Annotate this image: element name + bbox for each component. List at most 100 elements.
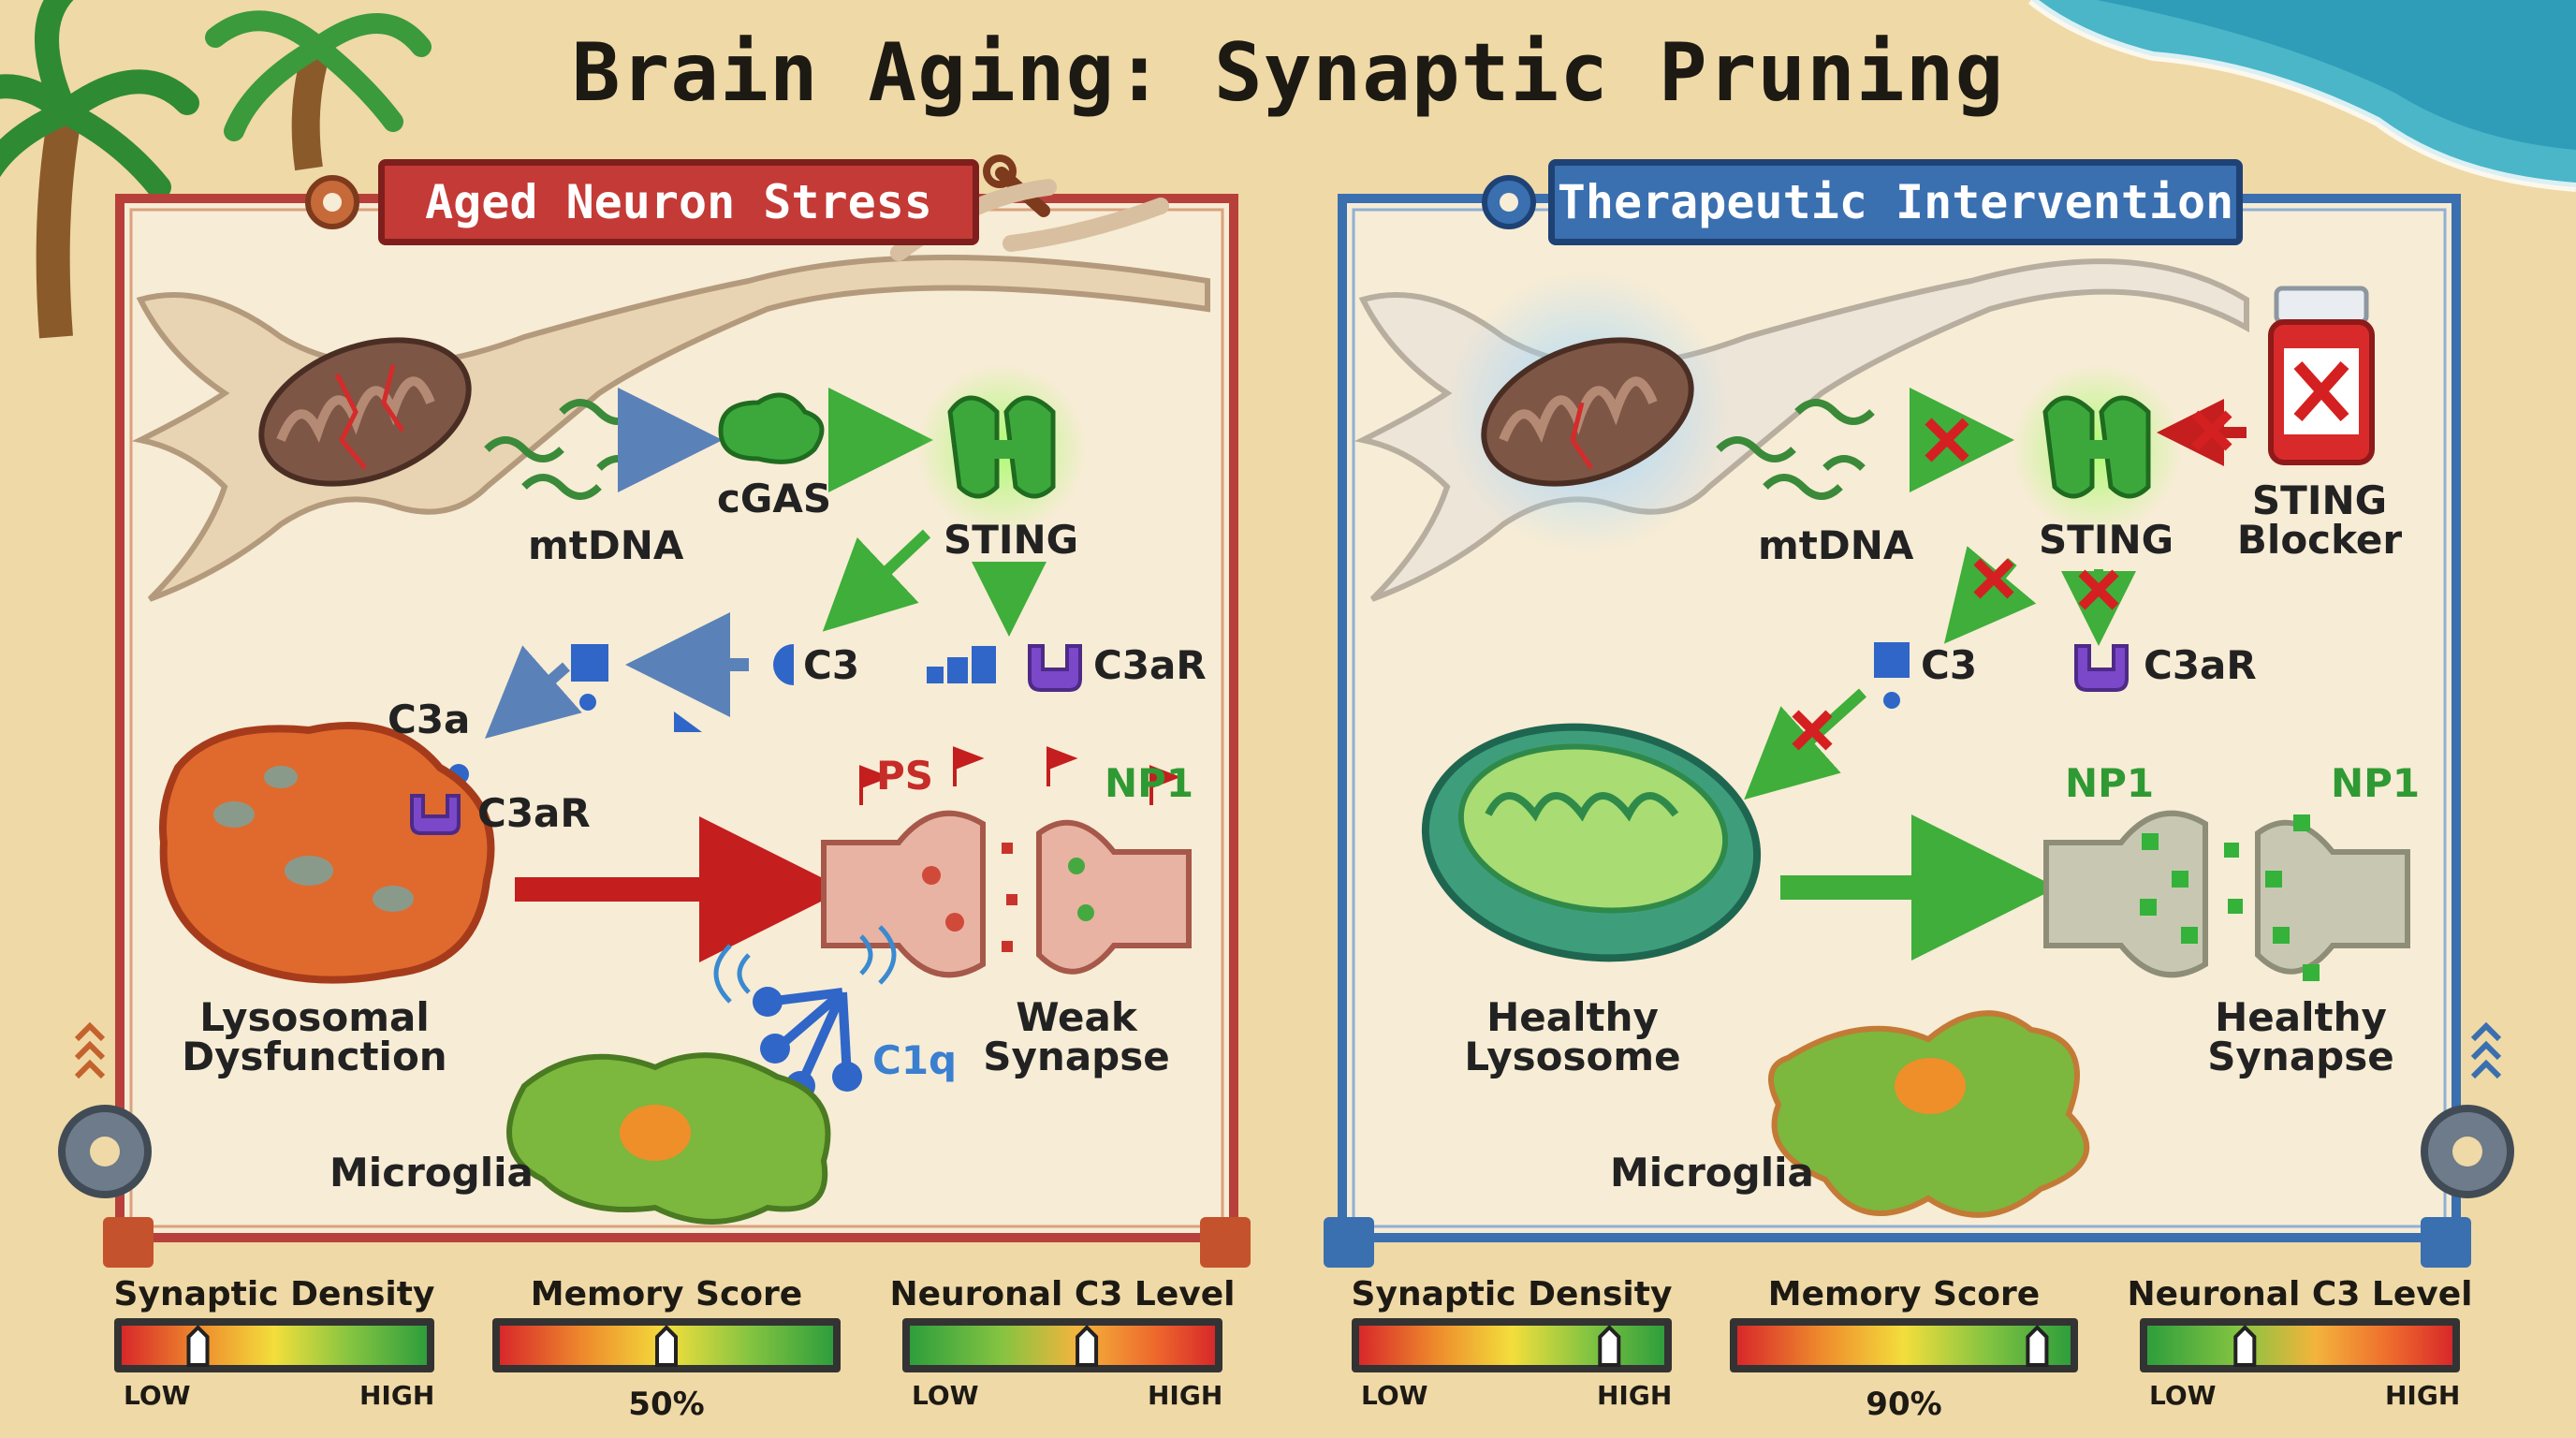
c3-protein	[1874, 642, 1910, 678]
label-sting: STING	[944, 517, 1079, 563]
c1q-complex	[713, 925, 897, 1101]
gauge-left-c3-level	[902, 1318, 1222, 1372]
gauge-low-label: LOW	[912, 1380, 979, 1411]
gauge-right-memory-score	[1730, 1318, 2078, 1372]
gauge-marker-shape	[655, 1325, 678, 1367]
gauge-high-label: HIGH	[359, 1380, 435, 1411]
gear-icon	[58, 1105, 152, 1198]
label-c3a: C3a	[388, 697, 471, 742]
weak-synapse	[821, 810, 1192, 978]
microglia-cell	[1768, 1010, 2090, 1218]
mtdna-strands	[484, 399, 639, 500]
gauge-value: 50%	[628, 1386, 705, 1423]
right-panel-title: Therapeutic Intervention	[1548, 159, 2243, 245]
healthy-synapse	[2043, 810, 2410, 981]
c3ar-receptor	[1028, 644, 1082, 692]
gauge-low-label: LOW	[1361, 1380, 1428, 1411]
gauge-marker	[2026, 1325, 2049, 1367]
gear-icon	[1482, 175, 1536, 229]
gauge-marker	[2233, 1325, 2257, 1367]
gauge-left-synaptic-density	[114, 1318, 434, 1372]
block-x-icon	[1973, 558, 2014, 599]
flag-icon	[859, 746, 1181, 805]
pill-bottle-icon	[2268, 286, 2375, 465]
label-mtdna: mtDNA	[1758, 522, 1914, 568]
gauge-marker-shape	[2026, 1325, 2049, 1367]
arrow-sting-to-c3	[822, 529, 931, 632]
c3ar-receptor	[2074, 644, 2129, 692]
gauge-title: Memory Score	[1767, 1275, 2041, 1313]
restart-icon	[103, 1217, 1251, 1268]
gauge-low-label: LOW	[124, 1380, 191, 1411]
c3-fragments	[927, 646, 996, 683]
sting-dimer	[917, 365, 1086, 534]
gauge-marker-shape	[1076, 1325, 1099, 1367]
c3a-dot	[579, 694, 596, 711]
gauge-value: 90%	[1866, 1386, 1942, 1423]
c3-dot	[1883, 692, 1900, 709]
arrows-up-icon	[2470, 1021, 2502, 1079]
gauge-right-synaptic-density	[1352, 1318, 1672, 1372]
label-ps: PS	[876, 753, 934, 799]
microglia-cell	[506, 1052, 831, 1225]
gauge-marker	[186, 1325, 210, 1367]
label-c3ar: C3aR	[1093, 642, 1207, 688]
label-c3: C3	[803, 642, 860, 688]
damaged-mitochondrion	[258, 337, 472, 487]
gauge-title: Memory Score	[530, 1275, 803, 1313]
sting-dimer	[2012, 365, 2181, 534]
label-c3: C3	[1921, 642, 1978, 688]
block-x-icon	[1925, 418, 1969, 462]
gear-icon	[305, 175, 359, 229]
gauge-high-label: HIGH	[1148, 1380, 1223, 1411]
label-microglia: Microglia	[1610, 1150, 1814, 1196]
ocean	[2027, 0, 2576, 192]
label-cgas: cGAS	[717, 476, 832, 521]
gauge-marker	[1076, 1325, 1099, 1367]
gauge-title: Neuronal C3 Level	[889, 1275, 1236, 1313]
gauge-left-memory-score	[492, 1318, 841, 1372]
label-c1q: C1q	[872, 1037, 958, 1083]
gauge-right-c3-level	[2140, 1318, 2460, 1372]
label-sting: STING	[2039, 517, 2174, 563]
label-np1-right: NP1	[2331, 760, 2421, 806]
arrows-up-icon	[74, 1021, 106, 1079]
label-lysosome-c3ar: C3aR	[477, 790, 591, 836]
palm-tree-2	[205, 10, 432, 171]
restart-icon	[1324, 1217, 2471, 1268]
gauge-high-label: HIGH	[2385, 1380, 2461, 1411]
mtdna-strands	[1716, 399, 1875, 500]
c3a-fragment	[571, 644, 608, 682]
protected-mitochondrion	[1447, 271, 1728, 552]
gauge-title: Neuronal C3 Level	[2127, 1275, 2473, 1313]
cgas-protein	[718, 392, 825, 464]
c3b-fragment	[674, 712, 702, 732]
gauge-high-label: HIGH	[1597, 1380, 1673, 1411]
gauge-marker	[1598, 1325, 1621, 1367]
dysfunctional-lysosome	[159, 722, 495, 984]
label-mtdna: mtDNA	[528, 522, 684, 568]
gauge-marker	[655, 1325, 678, 1367]
palm-tree-1	[0, 0, 199, 339]
c3-protein	[773, 644, 794, 685]
gauge-marker-shape	[2233, 1325, 2257, 1367]
gauge-low-label: LOW	[2149, 1380, 2217, 1411]
block-x-icon	[2191, 410, 2232, 451]
label-np1: NP1	[1105, 760, 1194, 806]
healthy-lysosome	[1421, 723, 1762, 962]
arrow-c3a-to-lysosome	[485, 645, 582, 739]
gauge-marker-shape	[1598, 1325, 1621, 1367]
block-x-icon	[2078, 569, 2119, 610]
left-panel-title: Aged Neuron Stress	[378, 159, 979, 245]
gear-icon	[2421, 1105, 2514, 1198]
label-c3ar: C3aR	[2144, 642, 2257, 688]
block-x-icon	[1792, 710, 1833, 751]
c3ar-receptor	[410, 794, 461, 835]
page-title: Brain Aging: Synaptic Pruning	[571, 26, 2005, 120]
gauge-title: Synaptic Density	[113, 1275, 435, 1313]
